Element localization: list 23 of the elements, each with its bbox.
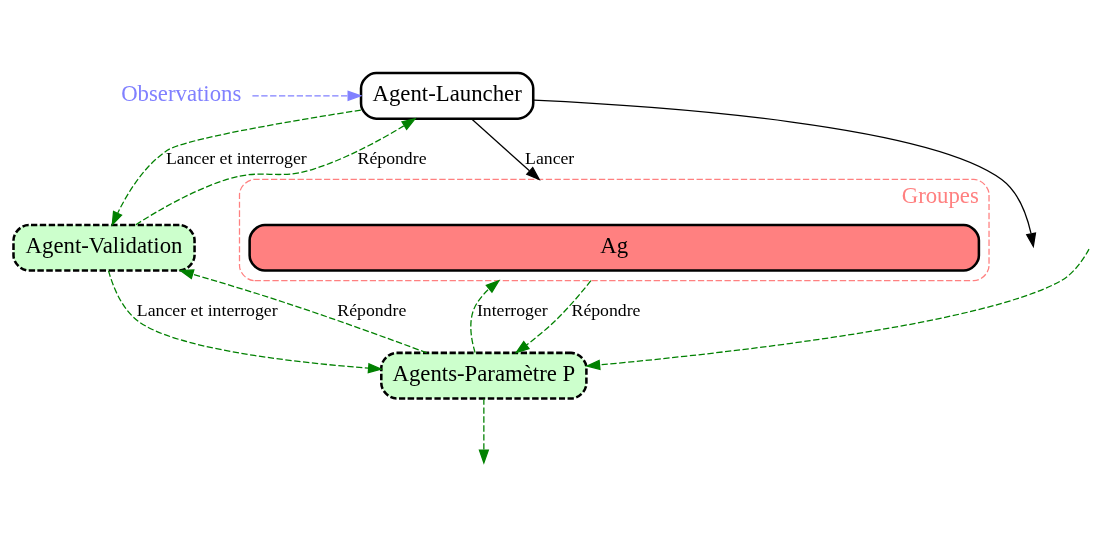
arrow [585,248,1090,371]
arrow [111,109,362,227]
arrow [514,280,592,354]
arrow [470,279,501,354]
arrow [178,269,428,354]
node-box: Agents-Paramètre P [380,351,588,400]
edge-label: Lancer [525,148,575,169]
arrow [135,117,417,226]
arrow [107,270,384,374]
edge-label: Répondre [357,148,427,169]
edge-label: Lancer et interroger [165,148,307,169]
edge-label: Répondre [337,300,407,321]
arrow [251,90,363,102]
arrow [478,398,490,465]
edge-label: Répondre [571,300,641,321]
edge-label: Lancer et interroger [136,300,278,321]
edge-label: Interroger [476,300,548,321]
arrow [470,118,541,181]
node-box: Ag [248,223,981,272]
node-text: Observations [121,81,242,107]
arrow [533,99,1037,249]
node-box: Agent-Validation [12,223,196,272]
node-box: Agent-Launcher [359,71,535,120]
